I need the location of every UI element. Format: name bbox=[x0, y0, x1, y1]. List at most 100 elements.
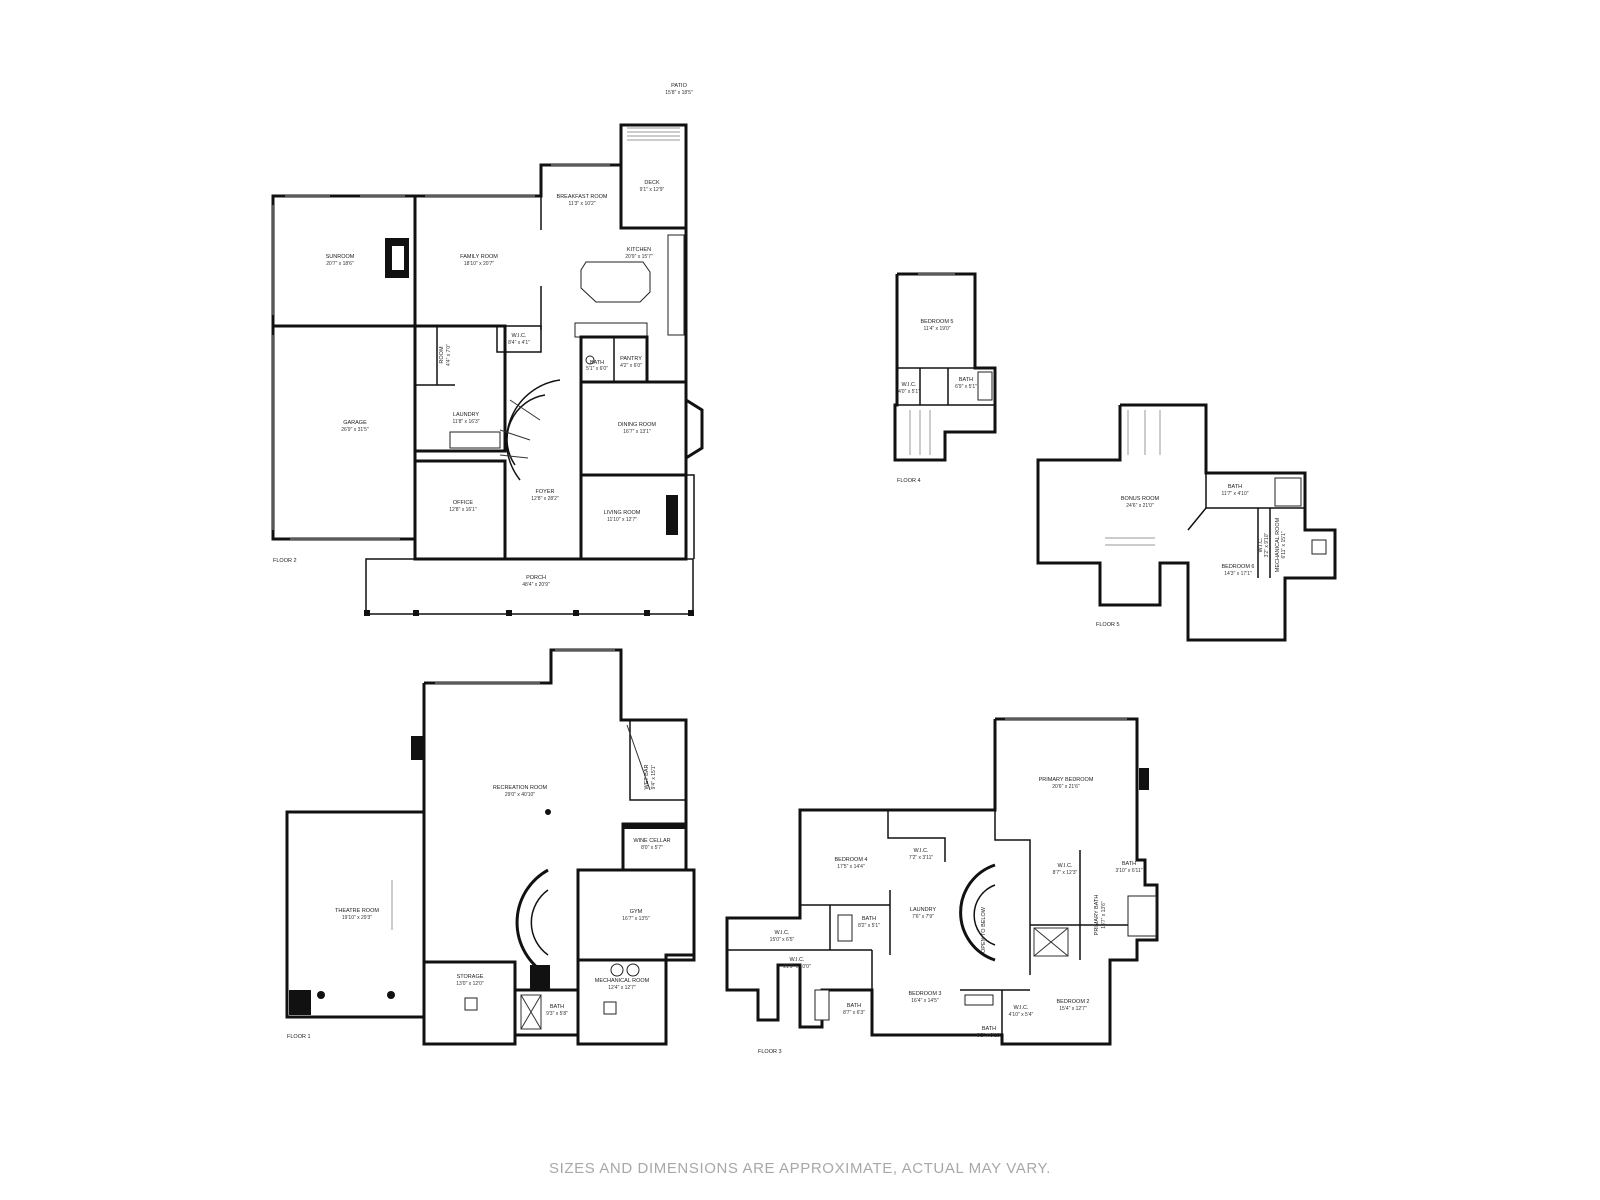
room-label-pantry: PANTRY 4'2" x 6'0" bbox=[620, 356, 642, 369]
svg-text:7'2" x 3'11": 7'2" x 3'11" bbox=[909, 855, 933, 861]
room-label-wic: W.I.C. 3'2" x 9'10" bbox=[1258, 532, 1270, 557]
svg-text:PRIMARY BATH: PRIMARY BATH bbox=[1094, 895, 1100, 936]
svg-text:SUNROOM: SUNROOM bbox=[326, 254, 355, 260]
range-icon bbox=[574, 322, 648, 338]
svg-text:LAUNDRY: LAUNDRY bbox=[910, 907, 937, 913]
svg-text:BATH: BATH bbox=[1122, 861, 1136, 867]
svg-text:OFFICE: OFFICE bbox=[453, 500, 473, 506]
room-label-foyer: FOYER 12'8" x 28'2" bbox=[531, 489, 559, 502]
room-label-living-room: LIVING ROOM 11'10" x 12'7" bbox=[604, 510, 641, 523]
open-to-below-label: OPEN TO BELOW bbox=[981, 906, 987, 953]
svg-text:8'0" x 5'7": 8'0" x 5'7" bbox=[641, 845, 663, 851]
room-label-wic: W.I.C. 8'7" x 12'3" bbox=[1053, 863, 1078, 876]
stair-curve bbox=[505, 379, 561, 481]
floor-2-plan: PATIO 15'8" x 18'5" DECK 9'1" x 12'9" BR… bbox=[271, 83, 704, 616]
floor-4-plan: BEDROOM 5 11'4" x 19'0" W.I.C. 4'0" x 5'… bbox=[893, 272, 997, 484]
svg-text:GYM: GYM bbox=[630, 909, 643, 915]
room-label-bedroom-5: BEDROOM 5 11'4" x 19'0" bbox=[920, 319, 953, 332]
room-label-office: OFFICE 12'8" x 16'1" bbox=[449, 500, 477, 513]
theatre-room-outline bbox=[285, 810, 426, 1019]
svg-text:5'1" x 6'0": 5'1" x 6'0" bbox=[586, 366, 608, 372]
svg-text:16'7" x 13'5": 16'7" x 13'5" bbox=[622, 916, 650, 922]
svg-text:W.I.C.: W.I.C. bbox=[914, 848, 929, 854]
svg-text:4'4" x 7'0": 4'4" x 7'0" bbox=[446, 344, 452, 366]
svg-text:DINING ROOM: DINING ROOM bbox=[618, 422, 656, 428]
svg-text:6'2" x 8'10": 6'2" x 8'10" bbox=[977, 1033, 1002, 1039]
floor-label-5: FLOOR 5 bbox=[1096, 622, 1120, 628]
svg-text:W.I.C.: W.I.C. bbox=[1058, 863, 1073, 869]
svg-text:LAUNDRY: LAUNDRY bbox=[453, 412, 480, 418]
room-label-wic: W.I.C. 4'0" x 5'1" bbox=[898, 382, 920, 395]
svg-text:11'10" x 12'7": 11'10" x 12'7" bbox=[607, 517, 637, 523]
svg-text:4'0" x 5'1": 4'0" x 5'1" bbox=[898, 389, 920, 395]
svg-text:PORCH: PORCH bbox=[526, 575, 546, 581]
svg-text:20'9" x 15'7": 20'9" x 15'7" bbox=[625, 254, 653, 260]
room-label-deck: DECK 9'1" x 12'9" bbox=[640, 180, 665, 193]
svg-text:11'3" x 10'2": 11'3" x 10'2" bbox=[568, 201, 595, 207]
fireplace-icon bbox=[666, 495, 678, 535]
svg-text:BEDROOM 5: BEDROOM 5 bbox=[920, 319, 953, 325]
svg-text:26'9" x 31'5": 26'9" x 31'5" bbox=[341, 427, 369, 433]
floor-label-2: FLOOR 2 bbox=[273, 558, 297, 564]
stair-curve bbox=[959, 863, 996, 962]
svg-text:7'6" x 7'9": 7'6" x 7'9" bbox=[912, 914, 934, 920]
svg-text:29'0" x 40'10": 29'0" x 40'10" bbox=[505, 792, 535, 798]
svg-text:WINE CELLAR: WINE CELLAR bbox=[633, 838, 670, 844]
svg-text:LIVING ROOM: LIVING ROOM bbox=[604, 510, 641, 516]
room-label-wic: W.I.C. 7'2" x 3'11" bbox=[909, 848, 933, 861]
room-label-bedroom-3: BEDROOM 3 16'4" x 14'5" bbox=[908, 991, 941, 1004]
svg-text:21'0" x 10'0": 21'0" x 10'0" bbox=[783, 964, 811, 970]
room-label-breakfast-room: BREAKFAST ROOM 11'3" x 10'2" bbox=[557, 194, 608, 207]
room-label-gym: GYM 16'7" x 13'5" bbox=[622, 909, 650, 922]
stair-curve bbox=[515, 868, 549, 977]
room-label-dining-room: DINING ROOM 16'7" x 13'1" bbox=[618, 422, 656, 435]
svg-text:BREAKFAST ROOM: BREAKFAST ROOM bbox=[557, 194, 608, 200]
porch-outline bbox=[365, 558, 694, 615]
svg-text:PRIMARY BEDROOM: PRIMARY BEDROOM bbox=[1039, 777, 1094, 783]
svg-text:9'3" x 5'8": 9'3" x 5'8" bbox=[546, 1011, 568, 1017]
floor-3-plan: PRIMARY BEDROOM 20'6" x 21'6" BEDROOM 4 … bbox=[725, 717, 1159, 1055]
svg-text:GARAGE: GARAGE bbox=[343, 420, 367, 426]
svg-text:FAMILY ROOM: FAMILY ROOM bbox=[460, 254, 498, 260]
svg-text:16'7" x 13'1": 16'7" x 13'1" bbox=[623, 429, 651, 435]
svg-text:DECK: DECK bbox=[644, 180, 660, 186]
room-label-bath: BATH 8'7" x 6'3" bbox=[843, 1003, 865, 1016]
svg-text:3'10" x 6'11": 3'10" x 6'11" bbox=[1115, 868, 1142, 874]
svg-text:W.I.C.: W.I.C. bbox=[775, 930, 790, 936]
svg-text:W.I.C.: W.I.C. bbox=[1014, 1005, 1029, 1011]
room-label-patio: PATIO 15'8" x 18'5" bbox=[665, 83, 693, 96]
svg-text:6'11" x 15'1": 6'11" x 15'1" bbox=[1281, 531, 1287, 558]
svg-text:18'10" x 20'7": 18'10" x 20'7" bbox=[464, 261, 494, 267]
svg-text:BATH: BATH bbox=[862, 916, 876, 922]
room-label-bath: BATH 6'2" x 8'10" bbox=[977, 1026, 1002, 1039]
svg-text:BATH: BATH bbox=[550, 1004, 564, 1010]
svg-text:BEDROOM 2: BEDROOM 2 bbox=[1056, 999, 1089, 1005]
svg-text:11'7" x 4'10": 11'7" x 4'10" bbox=[1221, 491, 1248, 497]
svg-text:FOYER: FOYER bbox=[536, 489, 555, 495]
svg-text:BATH: BATH bbox=[959, 377, 973, 383]
svg-text:W.I.C.: W.I.C. bbox=[902, 382, 917, 388]
svg-text:18'7" x 13'6": 18'7" x 13'6" bbox=[1101, 901, 1107, 929]
disclaimer-text: SIZES AND DIMENSIONS ARE APPROXIMATE, AC… bbox=[549, 1160, 1051, 1177]
svg-text:3'2" x 9'10": 3'2" x 9'10" bbox=[1264, 532, 1270, 557]
room-label-garage: GARAGE 26'9" x 31'5" bbox=[341, 420, 369, 433]
room-label-bath: BATH 8'2" x 5'1" bbox=[858, 916, 880, 929]
svg-text:BATH: BATH bbox=[847, 1003, 861, 1009]
svg-text:12'4" x 12'7": 12'4" x 12'7" bbox=[608, 985, 636, 991]
svg-text:12'8" x 16'1": 12'8" x 16'1" bbox=[449, 507, 477, 513]
floor-label-3: FLOOR 3 bbox=[758, 1049, 782, 1055]
svg-text:16'4" x 14'5": 16'4" x 14'5" bbox=[911, 998, 939, 1004]
room-label-bath: BATH 3'10" x 6'11" bbox=[1115, 861, 1142, 874]
floor-label-1: FLOOR 1 bbox=[287, 1034, 311, 1040]
svg-text:PANTRY: PANTRY bbox=[620, 356, 642, 362]
svg-text:W.I.C.: W.I.C. bbox=[512, 333, 527, 339]
room-label-bath: BATH 6'9" x 5'1" bbox=[955, 377, 977, 390]
svg-text:11'4" x 19'0": 11'4" x 19'0" bbox=[923, 326, 950, 332]
room-label-storage: STORAGE 13'0" x 12'0" bbox=[456, 974, 484, 987]
svg-text:8'4" x 4'1": 8'4" x 4'1" bbox=[508, 340, 530, 346]
svg-text:9'4" x 15'1": 9'4" x 15'1" bbox=[651, 764, 657, 789]
kitchen-island bbox=[580, 261, 651, 303]
svg-text:12'8" x 28'2": 12'8" x 28'2" bbox=[531, 496, 559, 502]
room-label-bedroom-6: BEDROOM 6 14'3" x 17'1" bbox=[1221, 564, 1254, 577]
